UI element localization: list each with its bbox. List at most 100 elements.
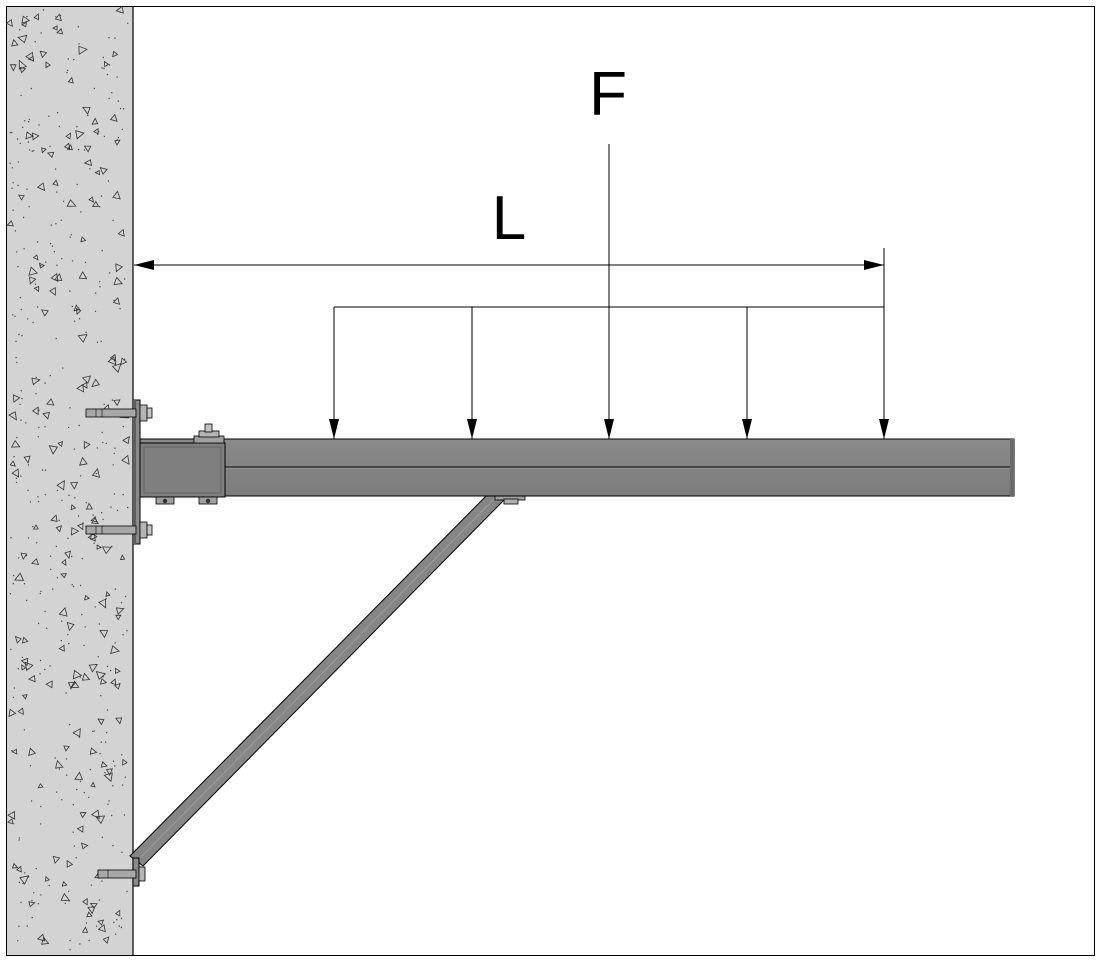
concrete-speckle — [39, 592, 41, 595]
concrete-speckle — [28, 266, 39, 276]
concrete-speckle — [114, 642, 116, 644]
concrete-speckle — [79, 456, 88, 466]
concrete-speckle — [119, 554, 126, 560]
concrete-speckle — [94, 310, 97, 313]
concrete-speckle — [81, 557, 84, 560]
concrete-speckle — [11, 167, 14, 169]
concrete-speckle — [95, 472, 98, 475]
concrete-speckle — [77, 334, 88, 343]
concrete-speckle — [49, 374, 51, 377]
concrete-speckle — [86, 911, 93, 918]
concrete-speckle — [11, 38, 19, 47]
concrete-speckle — [50, 514, 58, 522]
concrete-speckle — [18, 837, 20, 839]
concrete-speckle — [38, 380, 40, 382]
concrete-speckle — [115, 5, 124, 14]
concrete-speckle — [100, 340, 102, 342]
concrete-speckle — [17, 557, 20, 559]
concrete-speckle — [109, 113, 118, 122]
concrete-speckle — [77, 148, 80, 151]
concrete-speckle — [78, 43, 80, 45]
concrete-speckle — [67, 58, 70, 60]
concrete-speckle — [45, 261, 47, 263]
concrete-speckle — [120, 926, 123, 929]
concrete-speckle — [117, 228, 125, 237]
concrete-speckle — [13, 687, 16, 689]
concrete-speckle — [31, 150, 33, 152]
concrete-speckle — [28, 118, 30, 121]
concrete-speckle — [92, 730, 94, 733]
concrete-speckle — [103, 60, 110, 68]
concrete-speckle — [112, 785, 114, 787]
concrete-speckle — [48, 115, 50, 117]
concrete-speckle — [11, 468, 20, 478]
concrete-speckle — [80, 236, 87, 243]
concrete-speckle — [83, 644, 85, 647]
concrete-speckle — [83, 791, 85, 794]
concrete-speckle — [27, 489, 29, 491]
concrete-speckle — [127, 22, 129, 24]
concrete-speckle — [20, 475, 22, 477]
concrete-speckle — [29, 765, 32, 767]
concrete-speckle — [111, 399, 114, 401]
anchor-bolt-lower — [97, 857, 146, 887]
concrete-speckle — [17, 184, 19, 187]
concrete-speckle — [83, 149, 86, 151]
concrete-speckle — [102, 936, 110, 944]
concrete-speckle — [56, 791, 58, 793]
concrete-speckle — [77, 515, 80, 517]
concrete-speckle — [121, 851, 123, 853]
concrete-speckle — [75, 857, 77, 859]
concrete-speckle — [61, 620, 63, 622]
concrete-speckle — [60, 892, 71, 902]
concrete-speckle — [31, 406, 39, 416]
concrete-speckle — [21, 335, 23, 337]
concrete-speckle — [56, 112, 59, 114]
concrete-speckle — [58, 768, 61, 770]
concrete-speckle — [64, 550, 72, 560]
concrete-speckle — [69, 949, 71, 951]
concrete-speckle — [114, 588, 117, 590]
concrete-speckle — [61, 558, 67, 566]
concrete-speckle — [61, 881, 68, 887]
concrete-speckle — [111, 814, 113, 817]
concrete-speckle — [25, 422, 27, 424]
concrete-speckle — [117, 136, 120, 139]
concrete-speckle — [121, 454, 130, 465]
concrete-speckle — [115, 607, 125, 615]
concrete-speckle — [114, 933, 117, 935]
concrete-speckle — [37, 783, 44, 789]
concrete-speckle — [28, 149, 31, 151]
concrete-speckle — [88, 196, 94, 203]
concrete-speckle — [56, 577, 59, 579]
concrete-speckle — [7, 810, 16, 820]
concrete-speckle — [78, 424, 80, 427]
concrete-speckle — [105, 598, 107, 600]
concrete-speckle — [44, 426, 46, 428]
concrete-speckle — [55, 759, 64, 769]
concrete-speckle — [101, 546, 112, 555]
concrete-speckle — [99, 286, 101, 288]
concrete-speckle — [30, 800, 33, 802]
concrete-speckle — [36, 542, 38, 544]
concrete-speckle — [60, 219, 62, 221]
concrete-speckle — [106, 73, 109, 76]
concrete-speckle — [20, 901, 22, 904]
concrete-speckle — [15, 356, 17, 359]
concrete-speckle — [113, 921, 115, 924]
concrete-speckle — [11, 749, 13, 752]
concrete-speckle — [85, 502, 94, 510]
concrete-speckle — [44, 668, 46, 671]
concrete-speckle — [77, 522, 84, 531]
concrete-speckle — [84, 626, 86, 628]
concrete-speckle — [120, 917, 123, 920]
concrete-speckle — [20, 308, 22, 311]
concrete-speckle — [29, 276, 37, 285]
concrete-speckle — [6, 818, 14, 825]
concrete-speckle — [27, 121, 30, 123]
concrete-speckle — [20, 419, 22, 421]
concrete-speckle — [74, 771, 84, 780]
concrete-speckle — [34, 283, 37, 285]
concrete-speckle — [100, 741, 103, 743]
concrete-speckle — [89, 747, 98, 755]
